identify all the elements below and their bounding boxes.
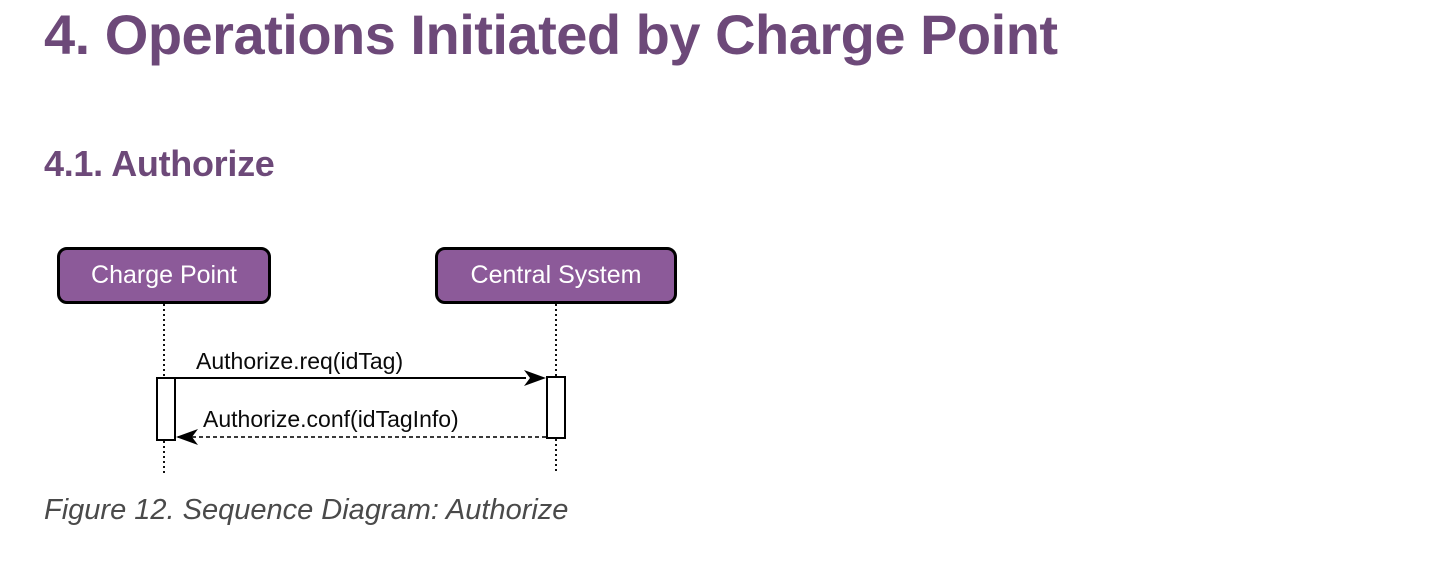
lifeline-central-system-upper: [555, 304, 557, 377]
actor-box-charge-point: Charge Point: [57, 247, 271, 304]
section-heading: 4.1. Authorize: [44, 143, 275, 184]
figure-caption: Figure 12. Sequence Diagram: Authorize: [44, 494, 569, 526]
message-arrow-confirm-line: [178, 436, 546, 438]
activation-bar-central-system: [546, 376, 566, 439]
lifeline-charge-point-upper: [163, 304, 165, 378]
message-label-confirm: Authorize.conf(idTagInfo): [203, 406, 459, 432]
message-arrow-request-line: [176, 377, 526, 379]
actor-label-charge-point: Charge Point: [91, 261, 237, 289]
lifeline-central-system-lower: [555, 439, 557, 473]
arrowhead-left-icon: [176, 429, 198, 445]
activation-bar-charge-point: [156, 377, 176, 441]
actor-box-central-system: Central System: [435, 247, 677, 304]
message-label-request: Authorize.req(idTag): [196, 348, 404, 374]
chapter-heading: 4. Operations Initiated by Charge Point: [44, 3, 1058, 66]
arrowhead-right-icon: [524, 370, 546, 386]
actor-label-central-system: Central System: [470, 261, 642, 289]
lifeline-charge-point-lower: [163, 441, 165, 473]
